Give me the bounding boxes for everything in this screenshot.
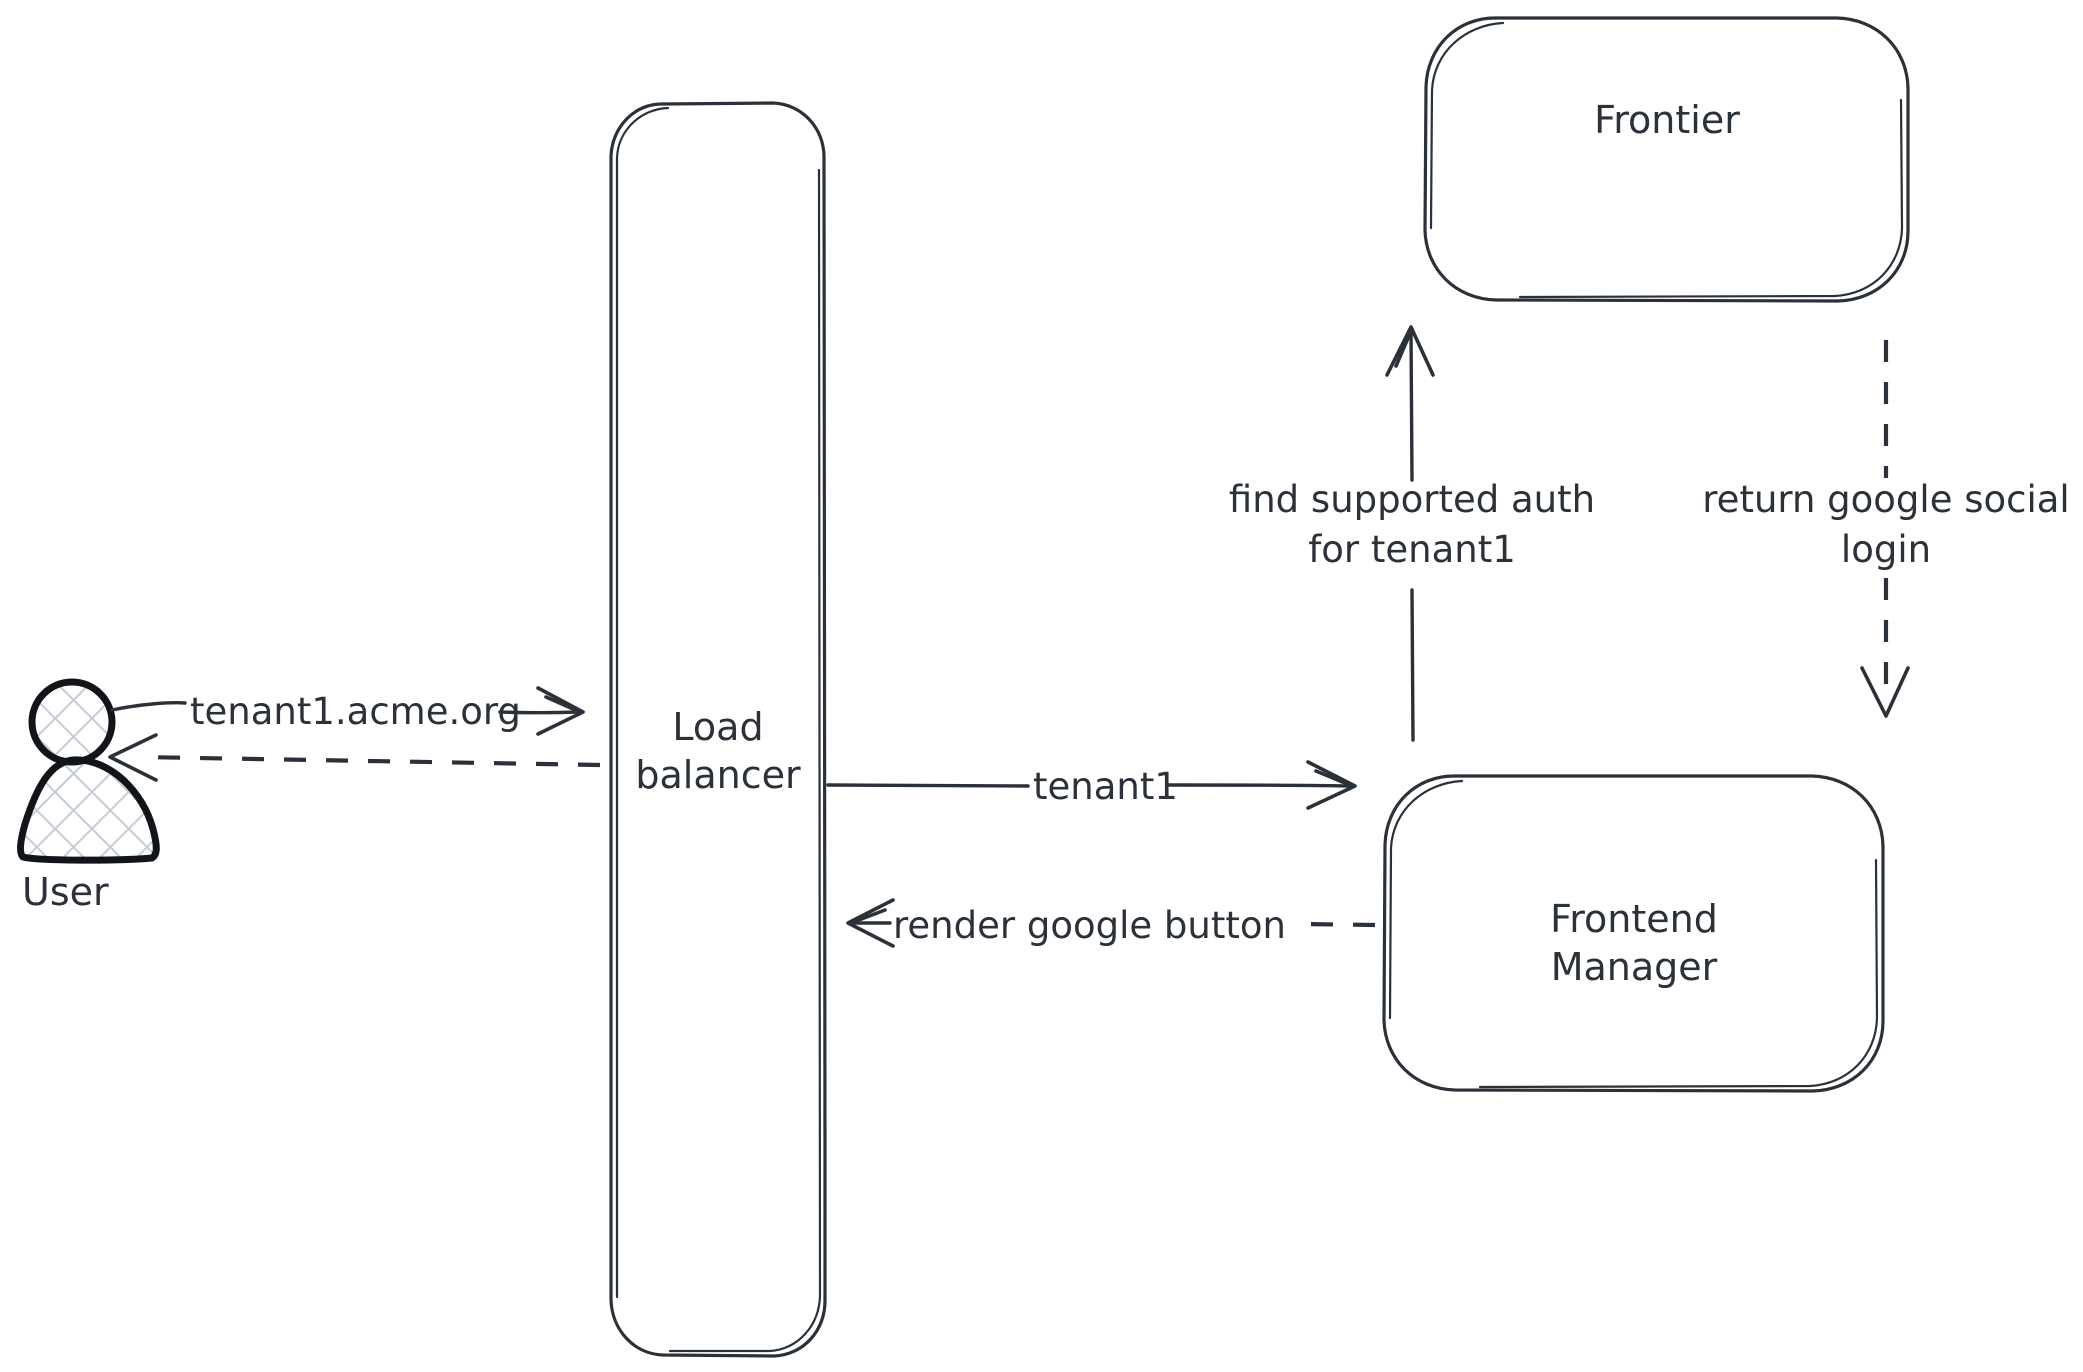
node-load-balancer[interactable]: Load balancer <box>609 101 827 1358</box>
user-icon <box>17 678 160 864</box>
edge-load-balancer-to-frontend-manager-label: tenant1 <box>1033 765 1178 808</box>
edge-frontier-to-frontend-manager-label-line-1: return google social <box>1702 478 2069 521</box>
edge-frontend-manager-to-load-balancer-label: render google button <box>893 904 1286 947</box>
node-frontend-manager[interactable]: Frontend Manager <box>1382 774 1885 1093</box>
actor-user-label: User <box>22 870 109 914</box>
edge-load-balancer-to-user <box>108 733 601 782</box>
node-load-balancer-label-line-1: Load <box>672 705 763 749</box>
edge-frontier-to-frontend-manager: return google social login <box>1702 340 2070 718</box>
node-frontier[interactable]: Frontier <box>1423 16 1910 303</box>
edge-frontier-to-frontend-manager-label-line-2: login <box>1841 528 1931 571</box>
edge-frontend-manager-to-load-balancer: render google button <box>846 898 1376 948</box>
edge-frontend-manager-to-frontier: find supported auth for tenant1 <box>1229 325 1595 742</box>
actor-user: User <box>17 678 160 914</box>
node-frontier-label: Frontier <box>1594 98 1740 142</box>
edge-load-balancer-to-frontend-manager: tenant1 <box>826 760 1357 810</box>
node-load-balancer-label-line-2: balancer <box>635 753 801 797</box>
edge-user-to-load-balancer-label: tenant1.acme.org <box>190 690 521 733</box>
node-frontend-manager-label-line-2: Manager <box>1551 945 1718 989</box>
edge-frontend-manager-to-frontier-label-line-2: for tenant1 <box>1308 528 1516 571</box>
edge-frontend-manager-to-frontier-label-line-1: find supported auth <box>1229 478 1595 521</box>
node-frontend-manager-label-line-1: Frontend <box>1550 897 1718 941</box>
edge-user-to-load-balancer: tenant1.acme.org <box>110 686 585 736</box>
